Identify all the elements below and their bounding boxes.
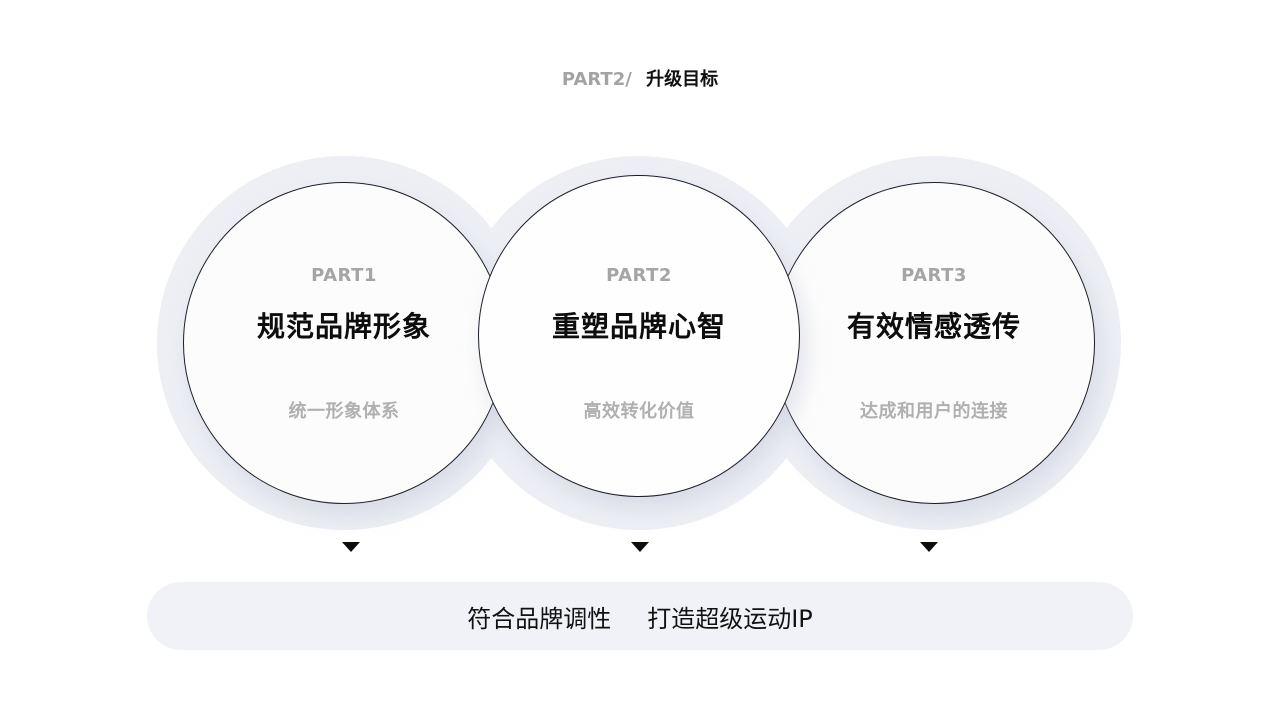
part-heading: 重塑品牌心智 <box>551 310 726 343</box>
part-subtitle: 达成和用户的连接 <box>860 401 1008 422</box>
part-subtitle: 统一形象体系 <box>288 401 400 422</box>
page-title: 升级目标 <box>646 69 719 90</box>
down-triangle-icon <box>920 542 938 552</box>
header-prefix: PART2/ <box>561 69 632 90</box>
summary-left: 符合品牌调性 <box>467 604 612 633</box>
part-circle-1: PART1 规范品牌形象 统一形象体系 <box>183 182 505 504</box>
page-header: PART2/ 升级目标 <box>0 68 1280 92</box>
part-label: PART2 <box>606 265 672 286</box>
part-label: PART3 <box>901 265 967 286</box>
summary-bar: 符合品牌调性 打造超级运动IP <box>147 582 1133 650</box>
part-heading: 有效情感透传 <box>846 310 1021 343</box>
part-circle-3: PART3 有效情感透传 达成和用户的连接 <box>773 182 1095 504</box>
part-heading: 规范品牌形象 <box>256 310 431 343</box>
summary-right: 打造超级运动IP <box>647 604 813 633</box>
down-triangle-icon <box>631 542 649 552</box>
part-subtitle: 高效转化价值 <box>583 401 695 422</box>
part-label: PART1 <box>311 265 377 286</box>
down-triangle-icon <box>342 542 360 552</box>
part-circle-2: PART2 重塑品牌心智 高效转化价值 <box>478 175 800 497</box>
